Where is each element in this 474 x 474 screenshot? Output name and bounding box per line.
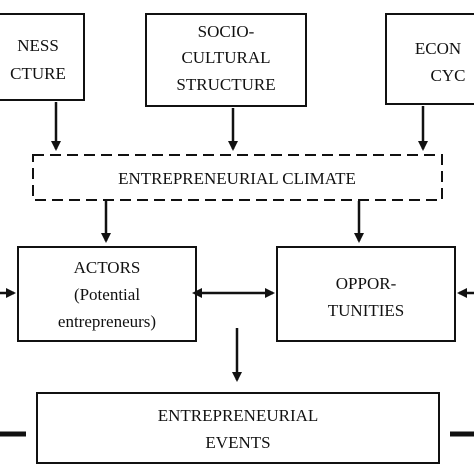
actors-line-3: entrepreneurs) bbox=[58, 312, 156, 331]
entrepreneurial-events-box bbox=[36, 392, 440, 464]
economic-cycle-line-1: ECON bbox=[415, 39, 461, 58]
socio-cultural-line-2: CULTURAL bbox=[181, 48, 270, 67]
socio-cultural-line-3: STRUCTURE bbox=[176, 75, 275, 94]
opportunities-line-2: TUNITIES bbox=[328, 301, 404, 320]
opportunities-line-1: OPPOR- bbox=[336, 274, 397, 293]
socio-cultural-structure-box bbox=[145, 13, 307, 107]
economic-cycle-box bbox=[385, 13, 474, 105]
opportunities-box bbox=[276, 246, 456, 342]
actors-line-2: (Potential bbox=[74, 285, 140, 304]
entrepreneurial-climate-box bbox=[32, 154, 443, 201]
entrepreneurial-events-line-2: EVENTS bbox=[205, 433, 270, 452]
entrepreneurial-climate-label: ENTREPRENEURIAL CLIMATE bbox=[118, 169, 356, 188]
economic-cycle-line-2: CYC bbox=[431, 66, 466, 85]
business-structure-line-2: CTURE bbox=[10, 64, 66, 83]
entrepreneurial-events-line-1: ENTREPRENEURIAL bbox=[158, 406, 319, 425]
business-structure-box bbox=[0, 13, 85, 101]
actors-line-1: ACTORS bbox=[74, 258, 141, 277]
business-structure-line-1: NESS bbox=[17, 36, 59, 55]
socio-cultural-line-1: SOCIO- bbox=[198, 22, 255, 41]
